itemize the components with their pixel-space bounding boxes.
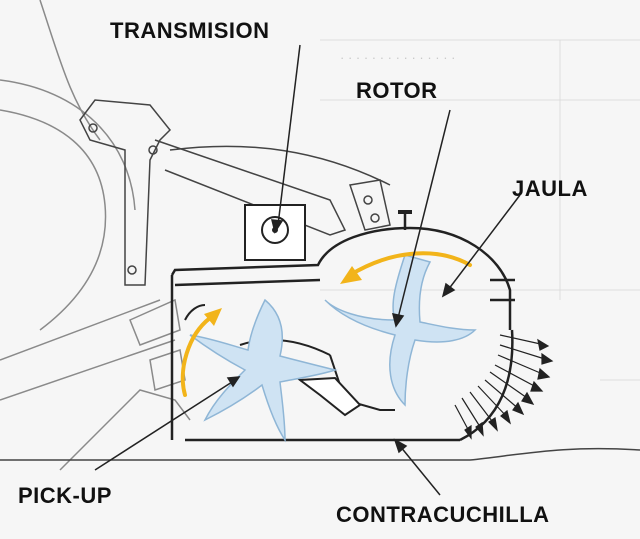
label-rotor: ROTOR — [356, 78, 438, 104]
pickup-flow-arrow — [183, 318, 210, 395]
tractor-frame — [0, 0, 190, 470]
ground-line — [0, 449, 640, 460]
label-pickup: PICK-UP — [18, 483, 112, 509]
label-contracuchilla: CONTRACUCHILLA — [336, 502, 550, 528]
flow-arrowheads — [204, 266, 362, 326]
label-transmision: TRANSMISION — [110, 18, 270, 44]
label-jaula: JAULA — [512, 176, 588, 202]
linkage-arms — [80, 100, 390, 285]
leader-lines — [95, 45, 520, 495]
discharge-arrows — [455, 335, 552, 438]
